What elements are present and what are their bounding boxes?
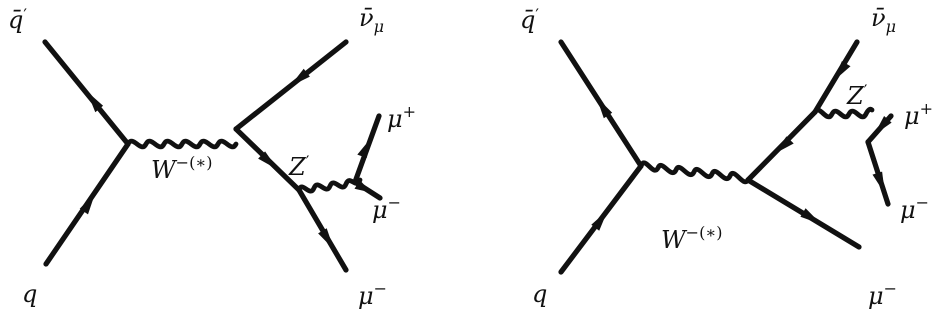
left-label-mu-minus-lower: μ− (358, 279, 387, 310)
right-label-mu-minus-lower: μ− (868, 279, 897, 310)
right-outgoing-muon-arrow (800, 208, 822, 225)
right-mu-plus-arrow (874, 116, 892, 135)
left-w-boson-propagator (125, 138, 239, 150)
left-z-prime-propagator (296, 177, 363, 194)
right-label-z-prime: Z′ (846, 81, 868, 110)
left-internal-muon-arrow (258, 151, 278, 170)
feynman-diagram-right (558, 39, 894, 275)
right-label-nu-bar-mu: ν̄μ (871, 4, 896, 36)
right-quark-arrow (591, 209, 608, 231)
left-outgoing-muon-line (296, 187, 349, 273)
left-label-w-boson: W−(∗) (151, 153, 212, 184)
left-label-z-prime: Z′ (288, 152, 310, 181)
left-label-nu-bar-mu: ν̄μ (359, 4, 384, 36)
left-outgoing-muon-arrow (318, 228, 334, 250)
left-label-mu-plus: μ+ (387, 102, 416, 133)
right-antineutrino-arrow (833, 61, 851, 81)
right-label-q-bar-prime: q̄′ (520, 5, 539, 34)
right-label-w-boson: W−(∗) (661, 223, 722, 254)
left-label-q-bar-prime: q̄′ (8, 5, 27, 34)
left-label-mu-minus-upper: μ− (372, 193, 401, 224)
left-antiquark-arrow (86, 91, 104, 113)
left-mu-plus-arrow (357, 138, 371, 158)
right-internal-muon-arrow (774, 136, 794, 154)
right-z-prime-propagator (812, 106, 875, 120)
right-label-mu-minus-upper: μ− (900, 193, 929, 224)
left-antiquark-line (42, 39, 131, 147)
right-label-q: q (532, 280, 547, 308)
feynman-diagram-left (42, 39, 383, 273)
right-label-mu-plus: μ+ (904, 99, 933, 130)
right-w-boson-propagator (638, 160, 751, 185)
left-label-q: q (22, 280, 37, 308)
right-mu-minus-upper-arrow (872, 171, 885, 194)
left-mu-minus-upper-arrow (354, 180, 372, 193)
left-quark-arrow (79, 192, 96, 215)
left-antineutrino-arrow (289, 68, 310, 87)
right-antiquark-arrow (596, 96, 613, 119)
